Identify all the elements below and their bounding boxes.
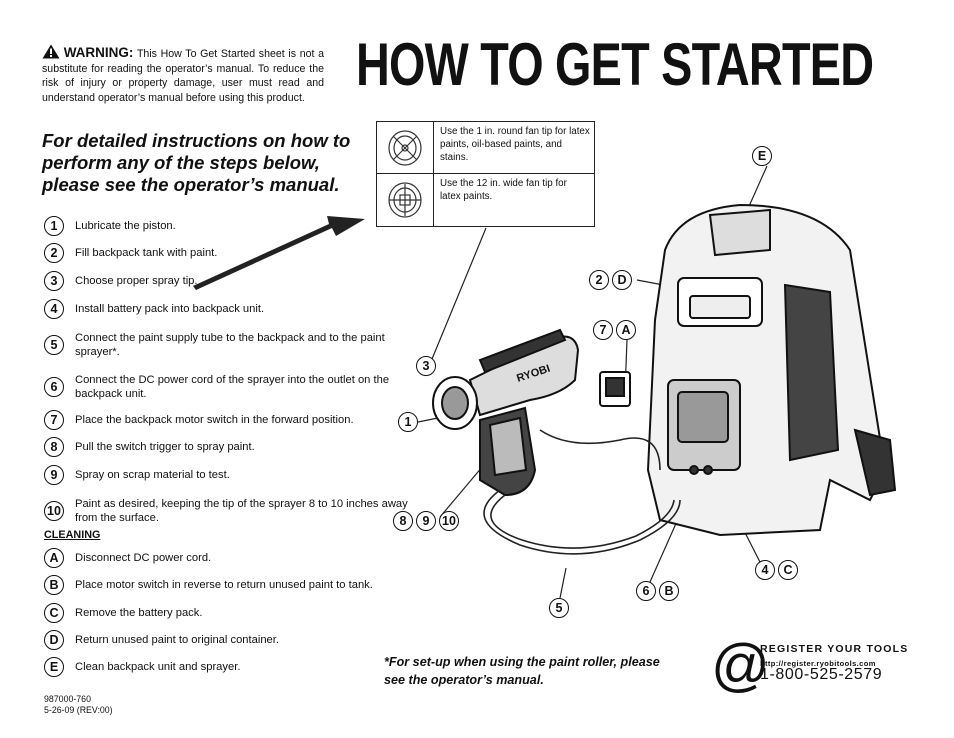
- round-fan-tip-icon: [388, 129, 422, 166]
- cleaning-text: Clean backpack unit and sprayer.: [75, 661, 241, 673]
- cleaning-letter: E: [44, 657, 64, 677]
- cleaning-heading: CLEANING: [44, 529, 101, 541]
- cleaning-text: Remove the battery pack.: [75, 607, 203, 619]
- step-text: Paint as desired, keeping the tip of the…: [75, 498, 408, 524]
- register-url[interactable]: http://register.ryobitools.com: [760, 659, 876, 668]
- callout-3: 3: [416, 356, 436, 376]
- cleaning-letter: B: [44, 575, 64, 595]
- warning-text: This How To Get Started sheet is not a s…: [42, 48, 324, 104]
- wide-fan-tip-icon: [388, 182, 422, 218]
- backpack-unit: [599, 203, 897, 537]
- step-number: 4: [44, 299, 64, 319]
- tip-text: Use the 12 in. wide fan tip for latex pa…: [440, 178, 567, 202]
- step-text: Choose proper spray tip.: [75, 275, 198, 287]
- callout-1: 1: [398, 412, 418, 432]
- step-item: 10 Paint as desired, keeping the tip of t…: [44, 497, 409, 525]
- step-text: Install battery pack into backpack unit.: [75, 303, 265, 315]
- cleaning-letter: D: [44, 630, 64, 650]
- cleaning-item: C Remove the battery pack.: [44, 603, 409, 623]
- tip-row: Use the 1 in. round fan tip for latex pa…: [377, 122, 594, 173]
- cleaning-item: A Disconnect DC power cord.: [44, 548, 409, 568]
- cleaning-item: D Return unused paint to original contain…: [44, 630, 409, 650]
- callout-e: E: [752, 146, 772, 166]
- step-number: 1: [44, 216, 64, 236]
- step-text: Fill backpack tank with paint.: [75, 247, 218, 259]
- warning-triangle-icon: [42, 44, 60, 59]
- step-item: 7 Place the backpack motor switch in the …: [44, 410, 409, 430]
- step-item: 5 Connect the paint supply tube to the ba…: [44, 331, 409, 359]
- step-number: 7: [44, 410, 64, 430]
- step-item: 9 Spray on scrap material to test.: [44, 465, 409, 485]
- step-number: 10: [44, 501, 64, 521]
- step-text: Lubricate the piston.: [75, 220, 176, 232]
- page-title: HOW TO GET STARTED: [356, 31, 874, 98]
- step-number: 9: [44, 465, 64, 485]
- spray-tip-table: Use the 1 in. round fan tip for latex pa…: [376, 121, 595, 227]
- cleaning-letter: A: [44, 548, 64, 568]
- step-text: Spray on scrap material to test.: [75, 469, 230, 481]
- cleaning-text: Return unused paint to original containe…: [75, 634, 279, 646]
- part-number: 987000-760: [44, 694, 91, 704]
- step-item: 2 Fill backpack tank with paint.: [44, 243, 409, 263]
- register-phone: 1-800-525-2579: [760, 666, 883, 683]
- part-info: 987000-760 5-26-09 (REV:00): [44, 694, 113, 716]
- step-item: 6 Connect the DC power cord of the spraye…: [44, 373, 409, 401]
- tip-text: Use the 1 in. round fan tip for latex pa…: [440, 126, 590, 163]
- step-item: 8 Pull the switch trigger to spray paint.: [44, 437, 409, 457]
- step-number: 8: [44, 437, 64, 457]
- subheading: For detailed instructions on how to perf…: [42, 130, 351, 195]
- step-text: Pull the switch trigger to spray paint.: [75, 441, 255, 453]
- step-text: Place the backpack motor switch in the f…: [75, 414, 354, 426]
- step-item: 4 Install battery pack into backpack unit…: [44, 299, 409, 319]
- step-number: 6: [44, 377, 64, 397]
- step-item: 1 Lubricate the piston.: [44, 216, 409, 236]
- callout-5: 5: [549, 598, 569, 618]
- step-number: 3: [44, 271, 64, 291]
- pointer-arrow: [193, 216, 365, 290]
- paint-sprayer: RYOBI: [432, 328, 580, 497]
- step-item: 3 Choose proper spray tip.: [44, 271, 409, 291]
- hoses: [483, 429, 681, 555]
- warning-label: WARNING:: [63, 45, 134, 60]
- step-number: 2: [44, 243, 64, 263]
- step-text: Connect the DC power cord of the sprayer…: [75, 374, 390, 400]
- warning-notice: WARNING: This How To Get Started sheet i…: [42, 44, 324, 105]
- revision-date: 5-26-09 (REV:00): [44, 705, 113, 715]
- roller-note: *For set-up when using the paint roller,…: [384, 655, 660, 687]
- cleaning-text: Place motor switch in reverse to return …: [75, 579, 373, 591]
- at-symbol: @: [711, 633, 770, 698]
- tip-row: Use the 12 in. wide fan tip for latex pa…: [377, 173, 594, 226]
- cleaning-letter: C: [44, 603, 64, 623]
- step-text: Connect the paint supply tube to the bac…: [75, 332, 385, 358]
- step-number: 5: [44, 335, 64, 355]
- cleaning-item: E Clean backpack unit and sprayer.: [44, 657, 409, 677]
- cleaning-text: Disconnect DC power cord.: [75, 552, 212, 564]
- cleaning-item: B Place motor switch in reverse to return…: [44, 575, 409, 595]
- register-title: REGISTER YOUR TOOLS: [760, 643, 909, 655]
